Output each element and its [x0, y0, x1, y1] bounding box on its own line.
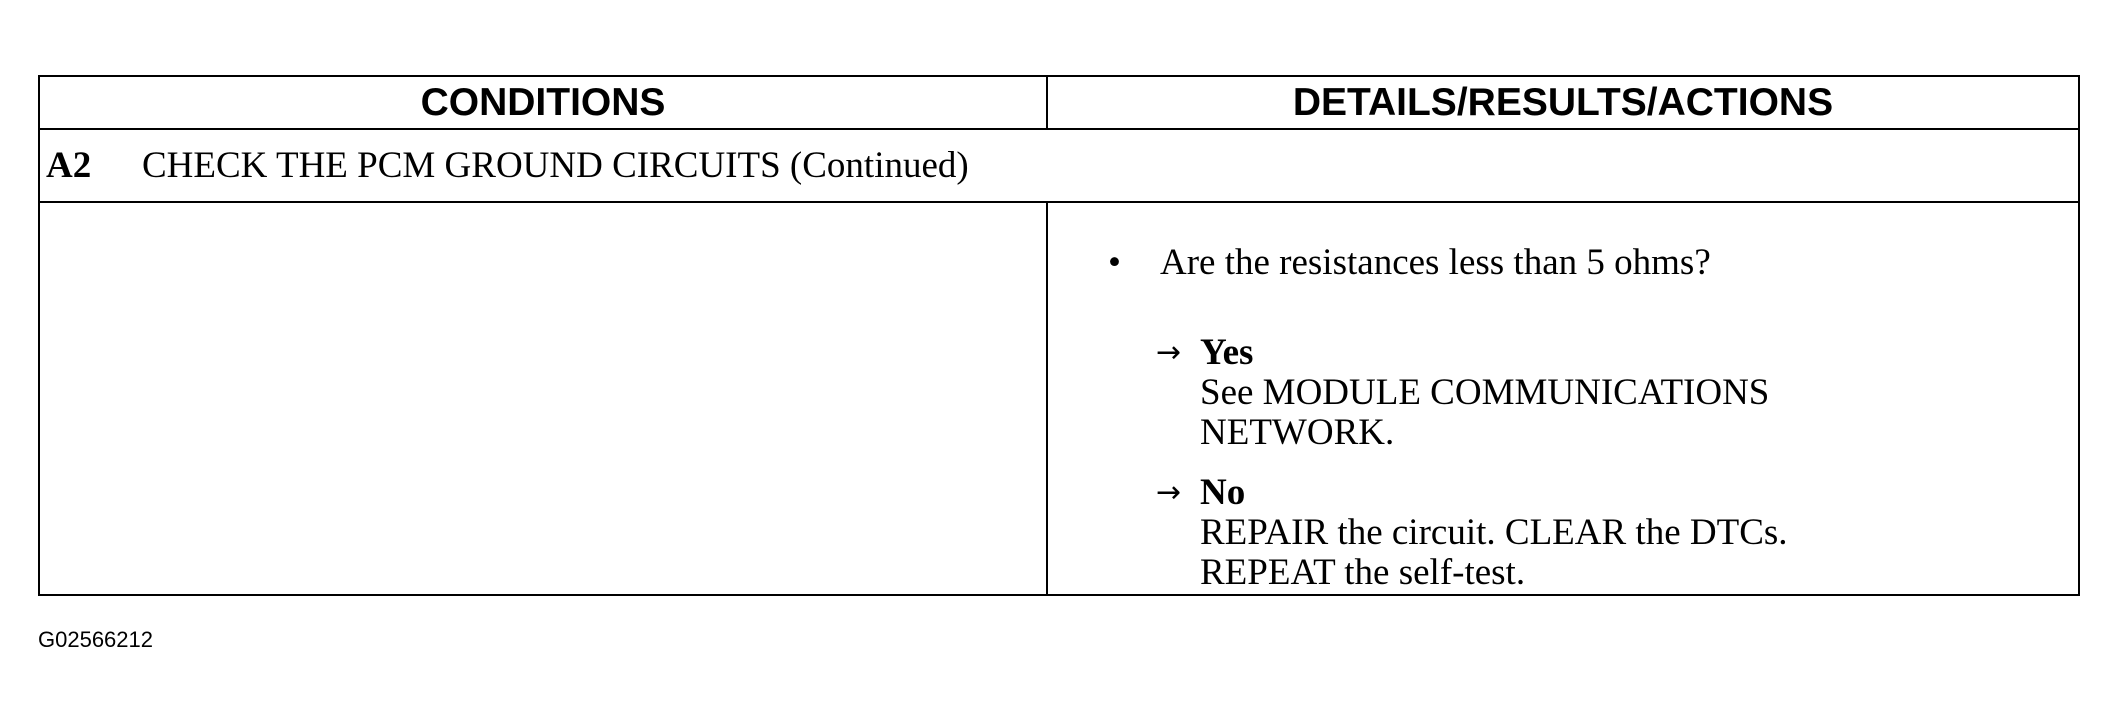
action-no-line: REPEAT the self-test.: [1200, 552, 1526, 593]
action-no: → No REPAIR the circuit. CLEAR the DTCs.…: [1156, 473, 1788, 593]
conditions-cell: [38, 201, 1048, 596]
right-arrow-icon: →: [1156, 475, 1182, 510]
step-title-cell: A2 CHECK THE PCM GROUND CIRCUITS (Continu…: [38, 128, 2080, 203]
step-id: A2: [46, 145, 92, 186]
details-header: DETAILS/RESULTS/ACTIONS: [1046, 75, 2080, 130]
question-text: Are the resistances less than 5 ohms?: [1160, 242, 1711, 283]
action-yes-label: Yes: [1200, 332, 1254, 373]
step-title: CHECK THE PCM GROUND CIRCUITS (Continued…: [142, 145, 969, 186]
action-no-line: REPAIR the circuit. CLEAR the DTCs.: [1200, 512, 1788, 553]
body-row: • Are the resistances less than 5 ohms? …: [38, 201, 2080, 596]
question-item: • Are the resistances less than 5 ohms?: [1108, 242, 1711, 283]
action-yes: → Yes See MODULE COMMUNICATIONS NETWORK.: [1156, 333, 1769, 453]
diagnostic-table: CONDITIONS DETAILS/RESULTS/ACTIONS A2 CHE…: [38, 75, 2080, 596]
action-yes-line: See MODULE COMMUNICATIONS: [1200, 372, 1770, 413]
details-cell: • Are the resistances less than 5 ohms? …: [1046, 201, 2080, 596]
bullet-icon: •: [1108, 242, 1121, 283]
action-yes-body: Yes See MODULE COMMUNICATIONS NETWORK.: [1200, 333, 1769, 453]
action-no-body: No REPAIR the circuit. CLEAR the DTCs. R…: [1200, 473, 1788, 593]
action-yes-line: NETWORK.: [1200, 412, 1395, 453]
right-arrow-icon: →: [1156, 335, 1182, 370]
figure-id: G02566212: [38, 627, 153, 652]
action-no-label: No: [1200, 472, 1246, 513]
header-row: CONDITIONS DETAILS/RESULTS/ACTIONS: [38, 75, 2080, 130]
step-row: A2 CHECK THE PCM GROUND CIRCUITS (Continu…: [38, 128, 2080, 203]
conditions-header: CONDITIONS: [38, 75, 1048, 130]
